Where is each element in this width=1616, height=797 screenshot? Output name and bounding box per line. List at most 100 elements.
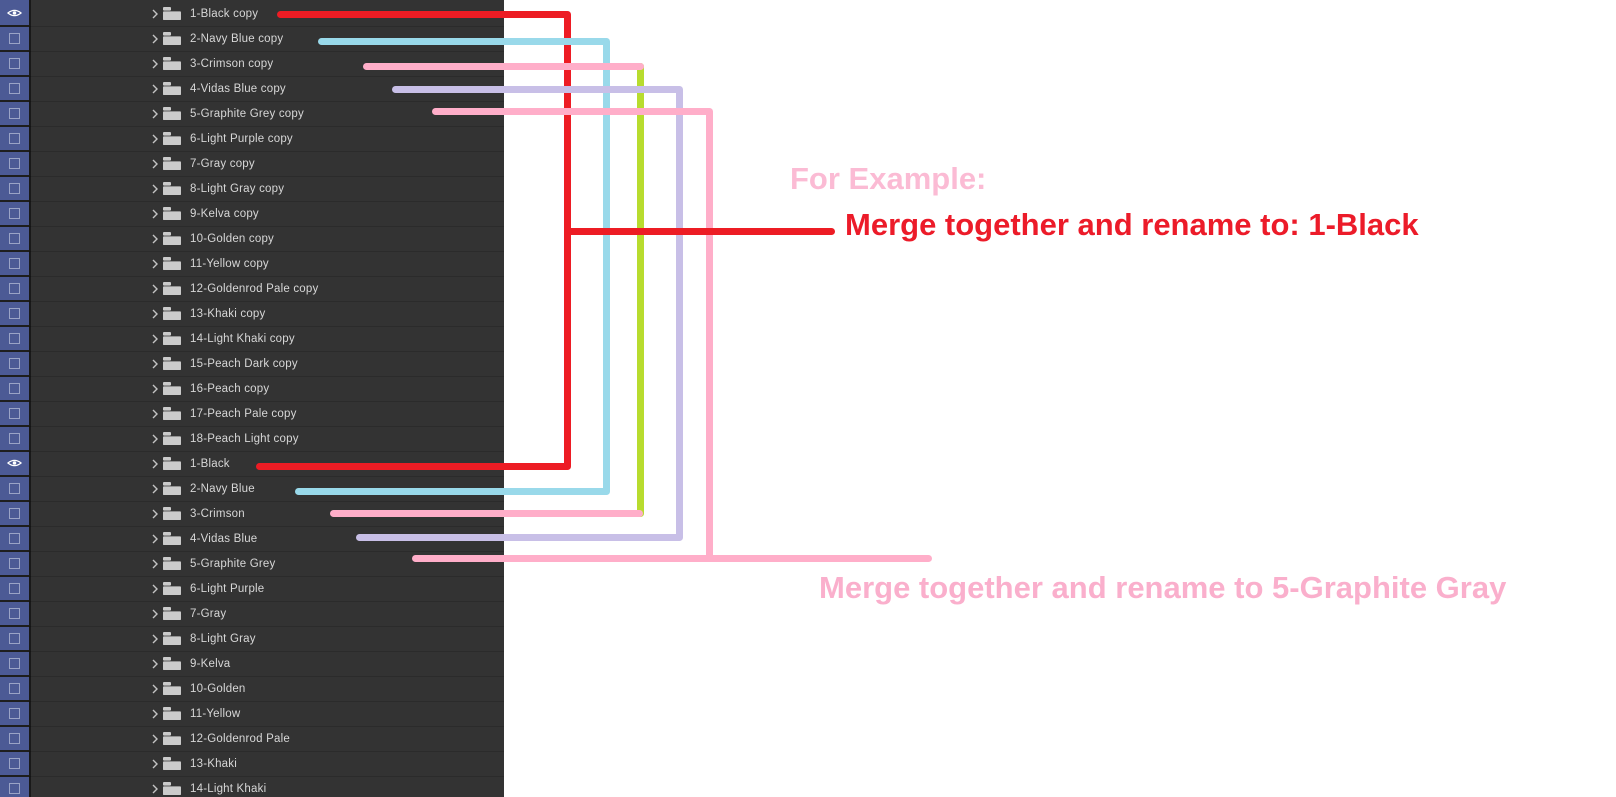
visibility-toggle[interactable] — [0, 627, 29, 652]
layer-row[interactable]: 13-Khaki copy — [0, 302, 504, 327]
layer-row[interactable]: 8-Light Gray copy — [0, 177, 504, 202]
layer-row[interactable]: 15-Peach Dark copy — [0, 352, 504, 377]
visibility-checkbox-empty[interactable] — [9, 107, 20, 119]
layer-name[interactable]: 6-Light Purple copy — [190, 132, 293, 145]
layer-name[interactable]: 15-Peach Dark copy — [190, 357, 298, 370]
visibility-checkbox-empty[interactable] — [9, 782, 20, 794]
expand-chevron-icon[interactable] — [152, 309, 158, 319]
expand-chevron-icon[interactable] — [152, 134, 158, 144]
visibility-checkbox-empty[interactable] — [9, 407, 20, 419]
visibility-toggle[interactable] — [0, 427, 29, 452]
expand-chevron-icon[interactable] — [152, 509, 158, 519]
layer-name[interactable]: 5-Graphite Grey — [190, 557, 276, 570]
expand-chevron-icon[interactable] — [152, 384, 158, 394]
layer-name[interactable]: 12-Goldenrod Pale — [190, 732, 290, 745]
expand-chevron-icon[interactable] — [152, 784, 158, 794]
layer-name[interactable]: 9-Kelva copy — [190, 207, 259, 220]
visibility-toggle[interactable] — [0, 52, 29, 77]
layer-name[interactable]: 10-Golden copy — [190, 232, 274, 245]
visibility-toggle[interactable] — [0, 502, 29, 527]
expand-chevron-icon[interactable] — [152, 609, 158, 619]
layer-row[interactable]: 10-Golden copy — [0, 227, 504, 252]
expand-chevron-icon[interactable] — [152, 759, 158, 769]
visibility-checkbox-empty[interactable] — [9, 607, 20, 619]
layer-row[interactable]: 5-Graphite Grey copy — [0, 102, 504, 127]
layer-name[interactable]: 13-Khaki copy — [190, 307, 266, 320]
layer-row[interactable]: 16-Peach copy — [0, 377, 504, 402]
layer-name[interactable]: 13-Khaki — [190, 757, 237, 770]
layer-row[interactable]: 8-Light Gray — [0, 627, 504, 652]
expand-chevron-icon[interactable] — [152, 584, 158, 594]
layer-row[interactable]: 4-Vidas Blue copy — [0, 77, 504, 102]
layer-name[interactable]: 1-Black — [190, 457, 230, 470]
layer-row[interactable]: 6-Light Purple — [0, 577, 504, 602]
visibility-toggle[interactable] — [0, 352, 29, 377]
visibility-toggle[interactable] — [0, 302, 29, 327]
expand-chevron-icon[interactable] — [152, 209, 158, 219]
visibility-checkbox-empty[interactable] — [9, 582, 20, 594]
layer-name[interactable]: 4-Vidas Blue — [190, 532, 258, 545]
expand-chevron-icon[interactable] — [152, 634, 158, 644]
visibility-toggle[interactable] — [0, 102, 29, 127]
layer-name[interactable]: 8-Light Gray copy — [190, 182, 285, 195]
visibility-checkbox-empty[interactable] — [9, 532, 20, 544]
visibility-toggle[interactable] — [0, 752, 29, 777]
visibility-checkbox-empty[interactable] — [9, 482, 20, 494]
layer-name[interactable]: 12-Goldenrod Pale copy — [190, 282, 319, 295]
layer-row[interactable]: 2-Navy Blue — [0, 477, 504, 502]
layer-row[interactable]: 3-Crimson — [0, 502, 504, 527]
visibility-checkbox-empty[interactable] — [9, 32, 20, 44]
expand-chevron-icon[interactable] — [152, 684, 158, 694]
expand-chevron-icon[interactable] — [152, 734, 158, 744]
visibility-checkbox-empty[interactable] — [9, 82, 20, 94]
visibility-checkbox-empty[interactable] — [9, 157, 20, 169]
layer-row[interactable]: 18-Peach Light copy — [0, 427, 504, 452]
visibility-toggle[interactable] — [0, 677, 29, 702]
layer-name[interactable]: 2-Navy Blue copy — [190, 32, 284, 45]
visibility-toggle[interactable] — [0, 152, 29, 177]
layer-row[interactable]: 12-Goldenrod Pale copy — [0, 277, 504, 302]
expand-chevron-icon[interactable] — [152, 259, 158, 269]
layer-name[interactable]: 16-Peach copy — [190, 382, 270, 395]
expand-chevron-icon[interactable] — [152, 659, 158, 669]
layer-row[interactable]: 7-Gray — [0, 602, 504, 627]
layer-name[interactable]: 10-Golden — [190, 682, 246, 695]
visibility-toggle[interactable] — [0, 377, 29, 402]
visibility-toggle[interactable] — [0, 727, 29, 752]
layer-row[interactable]: 5-Graphite Grey — [0, 552, 504, 577]
layer-row[interactable]: 11-Yellow — [0, 702, 504, 727]
layer-row[interactable]: 14-Light Khaki copy — [0, 327, 504, 352]
layer-name[interactable]: 1-Black copy — [190, 7, 259, 20]
expand-chevron-icon[interactable] — [152, 59, 158, 69]
visibility-toggle[interactable] — [0, 77, 29, 102]
layer-name[interactable]: 7-Gray copy — [190, 157, 255, 170]
layer-name[interactable]: 14-Light Khaki copy — [190, 332, 295, 345]
visibility-toggle[interactable] — [0, 402, 29, 427]
visibility-checkbox-empty[interactable] — [9, 757, 20, 769]
expand-chevron-icon[interactable] — [152, 34, 158, 44]
layer-row[interactable]: 1-Black copy — [0, 2, 504, 27]
visibility-checkbox-empty[interactable] — [9, 357, 20, 369]
visibility-toggle[interactable] — [0, 477, 29, 502]
layer-name[interactable]: 8-Light Gray — [190, 632, 256, 645]
visibility-checkbox-empty[interactable] — [9, 432, 20, 444]
visibility-toggle[interactable] — [0, 227, 29, 252]
layer-name[interactable]: 11-Yellow — [190, 707, 241, 720]
visibility-checkbox-empty[interactable] — [9, 632, 20, 644]
layer-row[interactable]: 7-Gray copy — [0, 152, 504, 177]
layer-name[interactable]: 14-Light Khaki — [190, 782, 267, 795]
layer-row[interactable]: 12-Goldenrod Pale — [0, 727, 504, 752]
layer-row[interactable]: 17-Peach Pale copy — [0, 402, 504, 427]
expand-chevron-icon[interactable] — [152, 359, 158, 369]
visibility-toggle[interactable] — [0, 327, 29, 352]
layer-row[interactable]: 13-Khaki — [0, 752, 504, 777]
visibility-checkbox-empty[interactable] — [9, 507, 20, 519]
expand-chevron-icon[interactable] — [152, 534, 158, 544]
expand-chevron-icon[interactable] — [152, 184, 158, 194]
layer-row[interactable]: 3-Crimson copy — [0, 52, 504, 77]
visibility-checkbox-empty[interactable] — [9, 332, 20, 344]
expand-chevron-icon[interactable] — [152, 84, 158, 94]
expand-chevron-icon[interactable] — [152, 234, 158, 244]
visibility-toggle[interactable] — [0, 527, 29, 552]
visibility-toggle[interactable] — [0, 127, 29, 152]
